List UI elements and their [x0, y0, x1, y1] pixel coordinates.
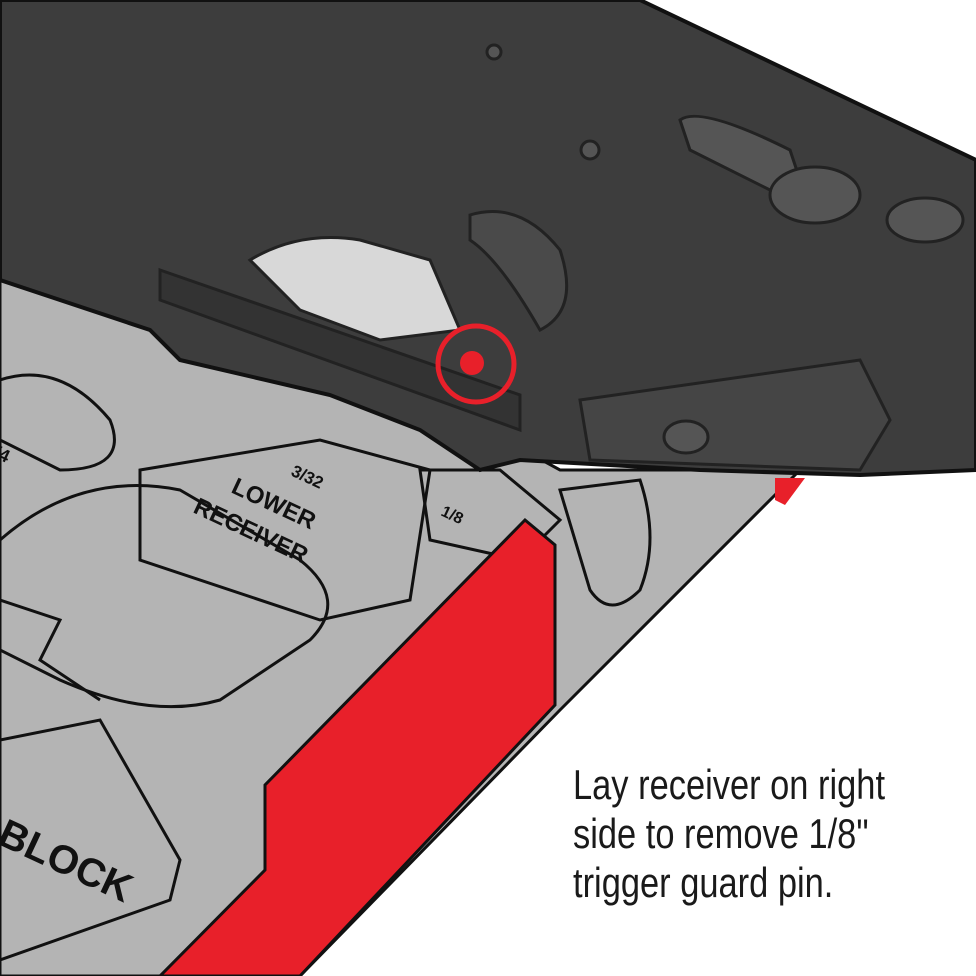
caption-line-3: trigger guard pin.	[573, 859, 834, 906]
caption-line-1: Lay receiver on right	[573, 761, 886, 808]
tray-red-edge	[157, 517, 557, 976]
caption-line-2: side to remove 1/8"	[573, 810, 869, 857]
receiver-details	[158, 43, 965, 472]
trigger-guard-pin	[460, 351, 484, 375]
highlight-ring	[435, 323, 517, 405]
tray-red-edge-right	[775, 478, 805, 505]
instruction-caption: Lay receiver on right side to remove 1/8…	[573, 760, 885, 907]
